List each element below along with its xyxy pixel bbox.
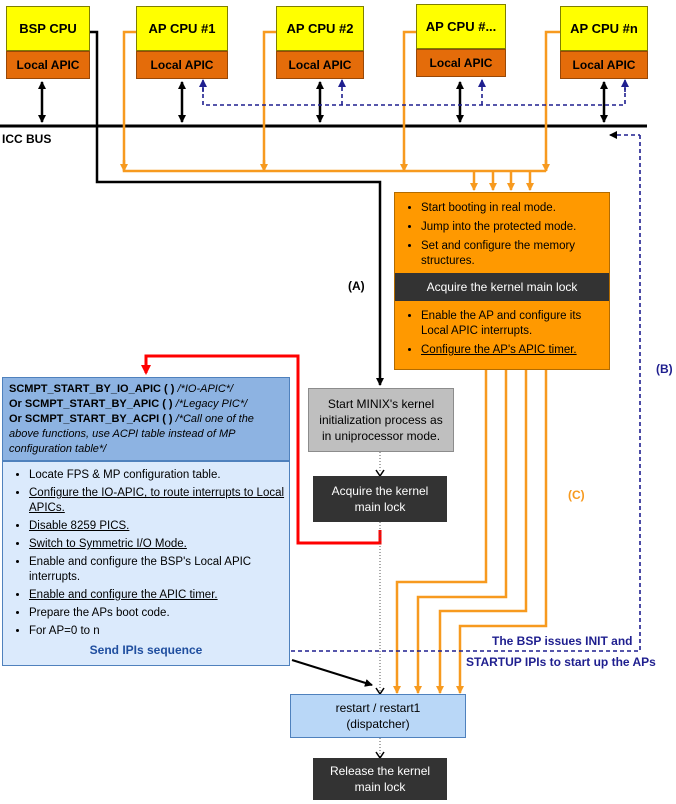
orange-c-arrows: [393, 370, 548, 694]
orange-boot-arrows: [120, 30, 560, 191]
smp-steps-box: Locate FPS & MP configuration table. Con…: [2, 461, 290, 666]
ap-step-enable: Enable the AP and configure its Local AP…: [421, 309, 603, 339]
ap-step-protected-mode: Jump into the protected mode.: [421, 220, 609, 235]
apic-ap-n: Local APIC: [560, 51, 648, 79]
arrow-a-path: [90, 30, 384, 386]
ap-acquire-lock: Acquire the kernel main lock: [395, 273, 609, 301]
smp-send-ipis: Send IPIs sequence: [89, 643, 203, 657]
ipi-label-2: STARTUP IPIs to start up the APs: [466, 655, 656, 669]
cpu-bsp: BSP CPU: [6, 6, 90, 51]
smp-header-line-2: Or SCMPT_START_BY_APIC ( ) /*Legacy PIC*…: [9, 398, 248, 410]
cpu-ap-n: AP CPU #n: [560, 6, 648, 51]
ap-step-timer: Configure the AP's APIC timer.: [421, 343, 603, 358]
bsp-acquire-lock: Acquire the kernel main lock: [313, 476, 447, 522]
ap-step-real-mode: Start booting in real mode.: [421, 201, 609, 216]
label-c: (C): [568, 488, 585, 502]
smp-step-io-apic: Configure the IO-APIC, to route interrup…: [29, 486, 289, 516]
dashed-ipi-lines: [199, 79, 641, 652]
smp-header-line-3: Or SCMPT_START_BY_ACPI ( ) /*Call one of…: [9, 413, 254, 455]
smp-step-symmetric: Switch to Symmetric I/O Mode.: [29, 537, 289, 552]
send-ipi-to-dispatcher: [291, 659, 373, 687]
apic-ap-dots: Local APIC: [416, 49, 506, 77]
label-a: (A): [348, 279, 365, 293]
apic-ap-1: Local APIC: [136, 51, 228, 79]
cpu-ap-2: AP CPU #2: [276, 6, 364, 51]
smp-step-disable-pics: Disable 8259 PICS.: [29, 519, 289, 534]
smp-function-header: SCMPT_START_BY_IO_APIC ( ) /*IO-APIC*/ O…: [2, 377, 290, 461]
ap-boot-box: Start booting in real mode. Jump into th…: [394, 192, 610, 370]
ap-step-memory: Set and configure the memory structures.: [421, 239, 609, 269]
smp-step-boot-code: Prepare the APs boot code.: [29, 606, 289, 621]
cpu-ap-1: AP CPU #1: [136, 6, 228, 51]
icc-bus-label: ICC BUS: [2, 132, 52, 146]
smp-step-locate-fps: Locate FPS & MP configuration table.: [29, 468, 289, 483]
ipi-label-1: The BSP issues INIT and: [492, 634, 633, 648]
apic-ap-2: Local APIC: [276, 51, 364, 79]
dispatcher-line-1: restart / restart1: [335, 701, 421, 715]
cpu-ap-dots: AP CPU #...: [416, 4, 506, 49]
smp-step-for-ap: For AP=0 to n: [29, 624, 289, 639]
apic-bsp: Local APIC: [6, 51, 90, 79]
release-lock-box: Release the kernel main lock: [313, 758, 447, 800]
bsp-flow-arrowheads: [375, 469, 385, 759]
dispatcher-box: restart / restart1 (dispatcher): [290, 694, 466, 738]
label-b: (B): [656, 362, 673, 376]
apic-bus-links: [38, 81, 608, 123]
smp-step-apic-timer: Enable and configure the APIC timer.: [29, 588, 289, 603]
smp-header-line-1: SCMPT_START_BY_IO_APIC ( ) /*IO-APIC*/: [9, 383, 234, 395]
smp-step-bsp-apic: Enable and configure the BSP's Local API…: [29, 555, 289, 585]
dispatcher-line-2: (dispatcher): [346, 717, 410, 731]
minix-init-box: Start MINIX's kernel initialization proc…: [308, 388, 454, 452]
